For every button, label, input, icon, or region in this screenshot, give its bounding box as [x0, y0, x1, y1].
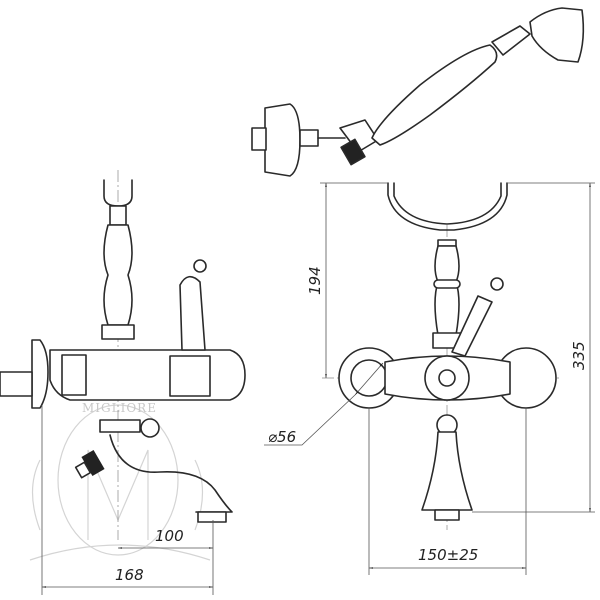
dim-depth: 168: [115, 566, 144, 584]
dim-total-height: 335: [570, 341, 588, 370]
dim-diameter: ⌀56: [268, 428, 296, 446]
side-view: 100 168: [0, 170, 246, 595]
dim-spout-reach: 100: [155, 527, 184, 545]
front-view: 194 335 ⌀56 150±25: [264, 182, 595, 575]
watermark-text: MIGLIORE: [82, 401, 157, 415]
dim-holder-height: 194: [306, 266, 324, 295]
dim-center-distance: 150±25: [418, 546, 478, 564]
hand-shower-view: [251, 7, 585, 177]
watermark-logo: MIGLIORE: [29, 401, 211, 561]
